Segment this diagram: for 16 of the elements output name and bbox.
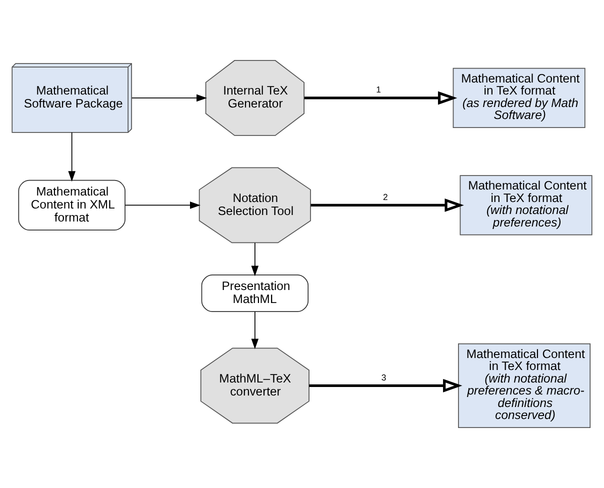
node-box: Mathematical Content in TeX format (with notational preferences & macro-definitions conserved) — [458, 343, 591, 428]
edge-label: 2 — [383, 192, 388, 202]
arrow — [309, 378, 462, 392]
arrow — [251, 311, 259, 350]
arrow — [68, 132, 76, 182]
arrow — [124, 202, 200, 209]
node-box: Presentation MathML — [201, 274, 309, 312]
edge-label: 1 — [376, 84, 381, 95]
arrow — [131, 94, 207, 102]
node-box: Mathematical Content in TeX format (as rendered by Math Software) — [452, 68, 586, 128]
node-box: Mathematical Content in XML format — [18, 180, 126, 230]
arrow — [304, 91, 458, 105]
arrow — [310, 198, 464, 212]
edge-label: 3 — [381, 372, 386, 382]
node-box: Mathematical Content in TeX format (with notational preferences) — [460, 175, 592, 236]
arrow — [251, 242, 259, 276]
